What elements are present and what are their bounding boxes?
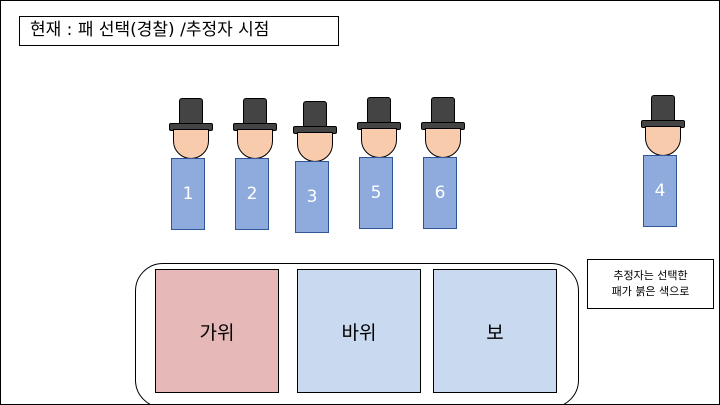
head	[237, 129, 273, 159]
head	[645, 126, 681, 156]
head	[173, 129, 209, 159]
paper-card[interactable]: 보	[433, 269, 557, 393]
card-tray	[135, 263, 579, 404]
player-number: 5	[359, 157, 393, 229]
page-title: 현재 : 패 선택(경찰) /추정자 시점	[19, 16, 339, 46]
head	[425, 128, 461, 158]
hat-icon	[179, 98, 203, 126]
head	[361, 128, 397, 158]
player-number: 3	[295, 161, 329, 233]
scissors-card[interactable]: 가위	[155, 269, 279, 393]
player-number: 4	[643, 155, 677, 227]
player-number: 2	[235, 158, 269, 230]
hat-icon	[243, 98, 267, 126]
player-number: 6	[423, 157, 457, 229]
hat-icon	[431, 97, 455, 125]
hat-icon	[367, 97, 391, 125]
rock-card[interactable]: 바위	[297, 269, 421, 393]
hat-icon	[303, 101, 327, 129]
note-line-1: 추정자는 선택한	[613, 269, 688, 282]
player-number: 1	[171, 158, 205, 230]
note-line-2: 패가 붉은 색으로	[611, 285, 690, 298]
note-box: 추정자는 선택한 패가 붉은 색으로	[587, 259, 714, 309]
head	[297, 132, 333, 162]
hat-icon	[651, 95, 675, 123]
